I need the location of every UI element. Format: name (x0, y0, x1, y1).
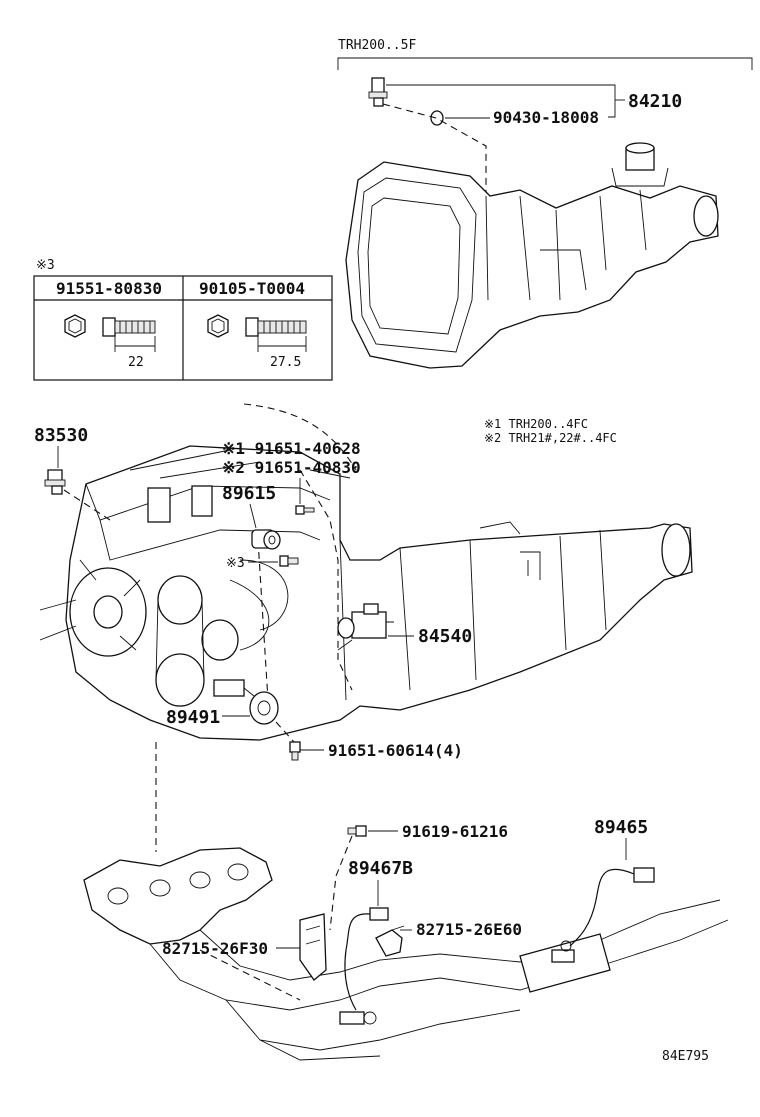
turbine-speed-sensor[interactable] (213, 679, 279, 725)
label-83530[interactable]: 83530 (34, 425, 88, 446)
engine-outline-dash (243, 403, 357, 471)
label-84210[interactable]: 84210 (628, 91, 682, 112)
trans-bracket (337, 57, 753, 70)
label-82715-26E60[interactable]: 82715-26E60 (416, 920, 522, 939)
label-89491[interactable]: 89491 (166, 707, 220, 728)
label-89615[interactable]: 89615 (222, 483, 276, 504)
note-1: ※1 TRH200..4FC (484, 417, 588, 431)
label-90430-18008[interactable]: 90430-18008 (493, 108, 599, 127)
gasket[interactable] (430, 110, 444, 126)
trans-note: TRH200..5F (338, 38, 416, 53)
bolt-table: ※3 91551-80830 90105-T0004 22 27.5 (33, 258, 333, 381)
sensor-bolt[interactable] (295, 505, 315, 515)
label-82715-26F30[interactable]: 82715-26F30 (162, 939, 268, 958)
clamp-bracket-26f30[interactable] (299, 913, 327, 981)
manual-transmission-group: TRH200..5F 84210 90430-18008 (337, 38, 753, 369)
label-91619-61216[interactable]: 91619-61216 (402, 822, 508, 841)
mark-3-bolt[interactable] (279, 555, 299, 567)
oil-pressure-switch[interactable] (44, 469, 66, 495)
label-89465[interactable]: 89465 (594, 817, 648, 838)
bolt-2-drawing: 27.5 (207, 314, 307, 370)
leader-84210 (386, 84, 616, 118)
label-84540[interactable]: 84540 (418, 626, 472, 647)
oxygen-sensor-upper[interactable] (551, 867, 655, 963)
label-91651-40830[interactable]: ※2 91651-40830 (222, 458, 361, 477)
bolt-2-length: 27.5 (270, 355, 301, 370)
backup-light-switch[interactable] (368, 77, 388, 107)
clamp-bracket-26e60[interactable] (375, 925, 405, 957)
bolt-table-part-1[interactable]: 91551-80830 (56, 279, 162, 298)
install-line-bolt (275, 721, 295, 743)
bolt-table-mark: ※3 (36, 258, 55, 273)
install-line-91619 (329, 835, 353, 931)
mounting-bolt[interactable] (289, 741, 301, 761)
manual-transmission (345, 142, 719, 369)
oxygen-sensor-lower[interactable] (339, 907, 389, 1025)
install-line-83530 (63, 489, 111, 521)
bracket-bolt[interactable] (347, 825, 367, 837)
engine-block (65, 445, 693, 741)
leader-89615 (249, 503, 257, 529)
exhaust-assembly (83, 847, 729, 1061)
label-89467B[interactable]: 89467B (348, 858, 413, 879)
bolt-table-part-2[interactable]: 90105-T0004 (199, 279, 305, 298)
bolt-1-length: 22 (128, 355, 144, 370)
note-2: ※2 TRH21#,22#..4FC (484, 431, 617, 445)
bolt-1-drawing: 22 (64, 314, 156, 370)
label-91651-40628[interactable]: ※1 91651-40628 (222, 439, 361, 458)
diagram-code: 84E795 (662, 1049, 709, 1064)
label-mark-3: ※3 (226, 556, 245, 571)
install-line-switch (382, 103, 487, 222)
label-91651-60614[interactable]: 91651-60614(4) (328, 741, 463, 760)
neutral-start-switch[interactable] (337, 603, 394, 651)
vehicle-speed-sensor[interactable] (251, 529, 281, 550)
engine-assembly (39, 403, 693, 741)
exhaust-manifold (83, 847, 273, 945)
